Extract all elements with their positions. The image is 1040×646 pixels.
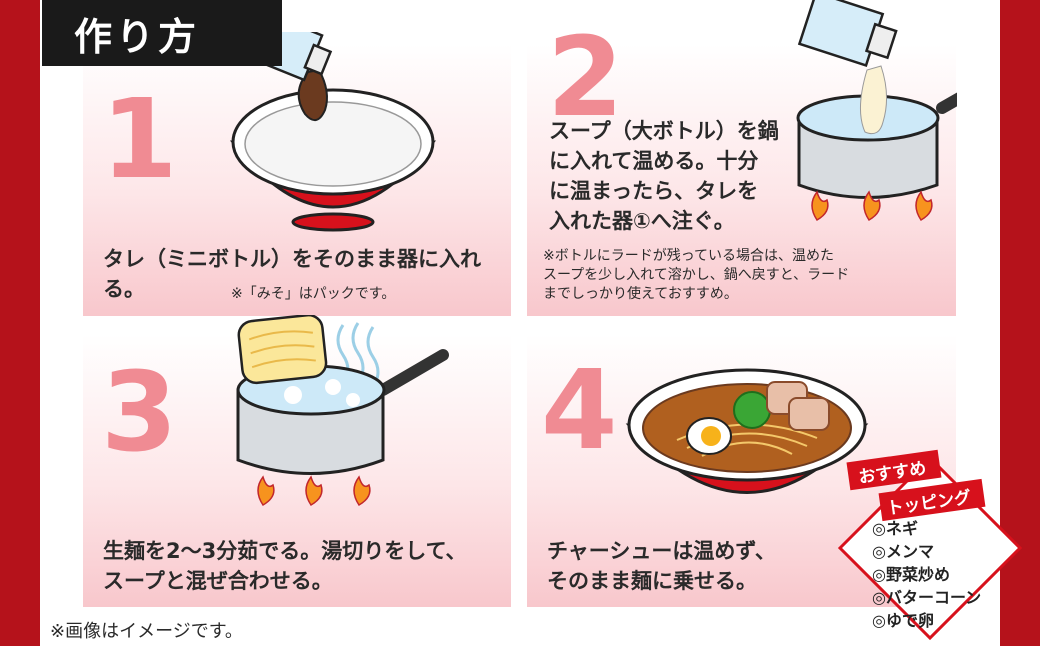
topping-item: ◎野菜炒め bbox=[872, 565, 950, 584]
step-2-line: に温まったら、タレを bbox=[549, 179, 759, 203]
step-number: 1 bbox=[101, 75, 178, 203]
page-title: 作り方 bbox=[42, 0, 282, 66]
step-3-text: 生麺を2〜3分茹でる。湯切りをして、 スープと混ぜ合わせる。 bbox=[103, 536, 467, 596]
step-1-text: タレ（ミニボトル）をそのまま器に入れる。 bbox=[103, 247, 481, 301]
image-disclaimer: ※画像はイメージです。 bbox=[50, 621, 243, 642]
step-2-panel: 2 スープ（大ボトル）を鍋 に入れて温める。十分 に温まったら、タレを 入れた器… bbox=[527, 0, 957, 316]
boiling-noodles-illustration bbox=[236, 315, 449, 506]
step-1-note: ※「みそ」はパックです。 bbox=[231, 286, 396, 302]
step-number: 3 bbox=[101, 348, 178, 476]
step-2-note-line: ※ボトルにラードが残っている場合は、温めた bbox=[543, 248, 835, 264]
step-2-note-line: スープを少し入れて溶かし、鍋へ戻すと、ラード bbox=[543, 267, 850, 283]
topping-item: ◎ゆで卵 bbox=[872, 611, 934, 630]
finished-ramen-illustration bbox=[625, 368, 869, 494]
left-red-border bbox=[0, 0, 40, 646]
step-1-panel: 1 タレ（ミニボトル）をそのまま器に入れる。 ※「みそ」はパックです。 bbox=[83, 32, 511, 316]
step-2-line: スープ（大ボトル）を鍋 bbox=[549, 119, 779, 143]
topping-item: ◎バターコーン bbox=[872, 588, 981, 607]
bowl-with-sauce-illustration bbox=[229, 32, 437, 232]
step-2-line: 入れた器①へ注ぐ。 bbox=[549, 209, 735, 233]
step-4-line: チャーシューは温めず、 bbox=[547, 539, 776, 563]
step-3-line: 生麺を2〜3分茹でる。湯切りをして、 bbox=[103, 539, 467, 563]
step-3-panel: 3 生麺を2〜3分茹でる。湯切りをして、 スープと混ぜ合わせる。 bbox=[83, 315, 511, 607]
topping-item: ◎メンマ bbox=[872, 542, 934, 561]
step-4-line: そのまま麺に乗せる。 bbox=[547, 569, 757, 593]
pot-on-stove-illustration bbox=[796, 0, 957, 221]
step-number: 4 bbox=[541, 346, 618, 474]
step-number: 2 bbox=[547, 13, 624, 141]
topping-item: ◎ネギ bbox=[872, 519, 918, 538]
recommended-toppings-badge: おすすめ トッピング ◎ネギ ◎メンマ ◎野菜炒め ◎バターコーン ◎ゆで卵 bbox=[837, 449, 1023, 641]
step-2-line: に入れて温める。十分 bbox=[549, 149, 759, 173]
step-3-line: スープと混ぜ合わせる。 bbox=[103, 569, 333, 593]
step-2-text: スープ（大ボトル）を鍋 に入れて温める。十分 に温まったら、タレを 入れた器①へ… bbox=[549, 116, 779, 236]
step-4-text: チャーシューは温めず、 そのまま麺に乗せる。 bbox=[547, 536, 776, 596]
step-2-note: ※ボトルにラードが残っている場合は、温めた スープを少し入れて溶かし、鍋へ戻すと… bbox=[543, 247, 849, 304]
step-2-note-line: までしっかり使えておすすめ。 bbox=[543, 286, 738, 302]
